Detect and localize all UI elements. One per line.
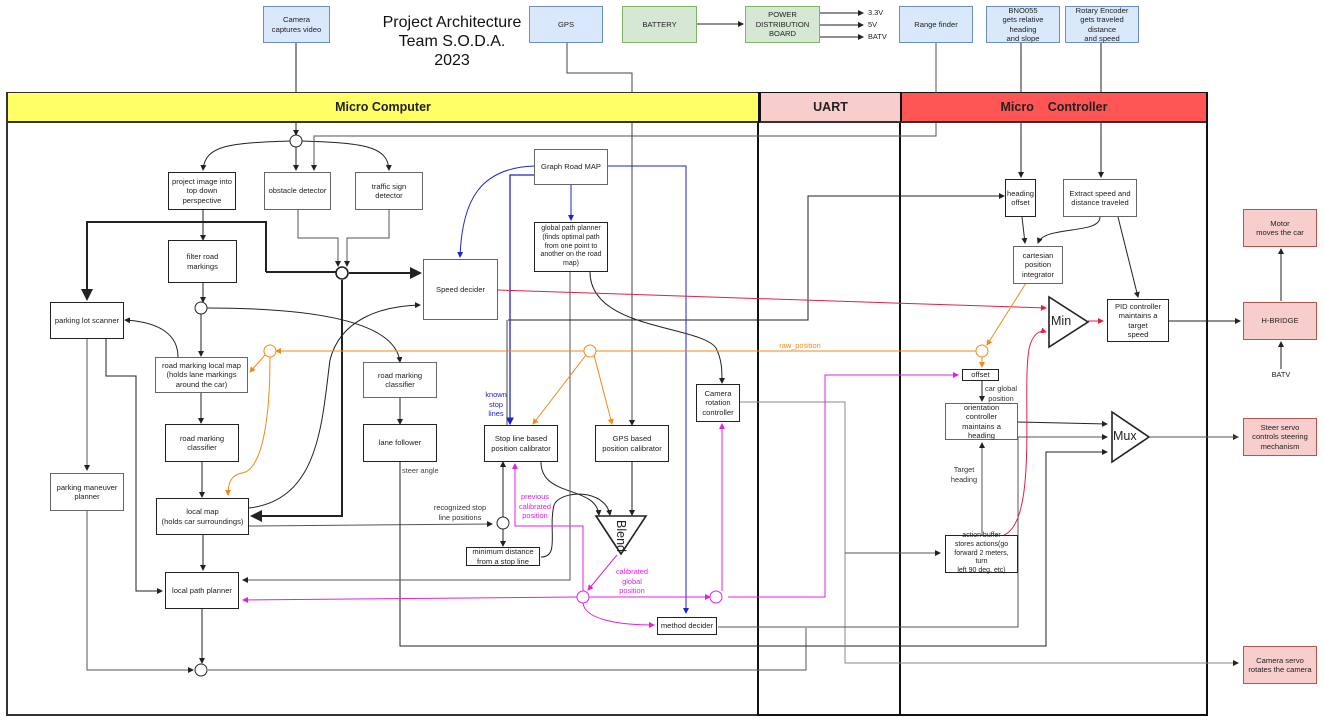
steer-angle-label: steer angle bbox=[402, 466, 439, 475]
global-path-planner-node[interactable]: global path planner (finds optimal path … bbox=[534, 222, 608, 272]
camera-split-junction bbox=[289, 134, 303, 148]
path-merge-junction bbox=[194, 663, 208, 677]
heading-offset-node[interactable]: heading offset bbox=[1005, 179, 1036, 217]
h-bridge-batv-label: BATV bbox=[1271, 370, 1291, 379]
camera-rotation-controller-node[interactable]: Camera rotation controller bbox=[696, 384, 740, 422]
recognized-stop-lines-label: recognized stop line positions bbox=[433, 503, 487, 522]
lane-follower-node[interactable]: lane follower bbox=[363, 424, 437, 462]
range-finder-node[interactable]: Range finder bbox=[899, 6, 973, 43]
local-map-node[interactable]: local map (holds car surroundings) bbox=[156, 498, 249, 535]
raw-position-connectors bbox=[225, 282, 1027, 496]
rail-3v3-label: 3.3V bbox=[868, 8, 884, 17]
raw-position-junction-mid bbox=[583, 344, 597, 358]
camera-node[interactable]: Camera captures video bbox=[263, 6, 330, 43]
motor-node[interactable]: Motor moves the car bbox=[1243, 209, 1317, 247]
local-path-planner-node[interactable]: local path planner bbox=[165, 572, 239, 609]
lane-header-micro-controller: Micro Controller bbox=[900, 93, 1206, 123]
speed-decider-node[interactable]: Speed decider bbox=[423, 259, 498, 320]
gps-node[interactable]: GPS bbox=[529, 6, 603, 43]
blend-triangle bbox=[594, 515, 648, 556]
method-decider-node[interactable]: method decider bbox=[657, 617, 717, 635]
h-bridge-node[interactable]: H-BRIDGE bbox=[1243, 302, 1317, 340]
steer-servo-node[interactable]: Steer servo controls steering mechanism bbox=[1243, 418, 1317, 456]
connectors bbox=[81, 43, 1284, 673]
road-marking-classifier-right-node[interactable]: road marking classifier bbox=[363, 362, 437, 398]
raw-position-junction-left bbox=[263, 344, 277, 358]
road-map-connectors bbox=[457, 165, 689, 614]
calibrated-position-connectors bbox=[242, 372, 959, 628]
obstacle-detector-node[interactable]: obstacle detector bbox=[264, 172, 331, 210]
min-distance-node[interactable]: minimum distance from a stop line bbox=[466, 547, 540, 566]
raw-position-label: raw_position bbox=[779, 341, 821, 350]
power-rails bbox=[697, 10, 864, 40]
junctions bbox=[194, 134, 989, 677]
target-heading-label: Target heading bbox=[950, 465, 978, 484]
pid-controller-node[interactable]: PID controller maintains a target speed bbox=[1107, 299, 1169, 342]
previous-calibrated-label: previous calibrated position bbox=[518, 492, 552, 521]
bno055-node[interactable]: BNO055 gets relative heading and slope bbox=[986, 6, 1060, 43]
calibrated-junction-left bbox=[576, 590, 590, 604]
parking-maneuver-planner-node[interactable]: parking maneuver planner bbox=[50, 473, 124, 511]
markings-split-junction bbox=[194, 301, 208, 315]
parking-lot-scanner-node[interactable]: parking lot scanner bbox=[50, 302, 124, 339]
min-label: Min bbox=[1051, 314, 1072, 328]
min-triangle bbox=[1048, 295, 1090, 349]
action-buffer-node[interactable]: action buffer stores actions(go forward … bbox=[945, 532, 1018, 574]
project-image-node[interactable]: project image into top down perspective bbox=[168, 172, 236, 210]
road-marking-classifier-left-node[interactable]: road marking classifier bbox=[165, 424, 239, 462]
gps-calibrator-node[interactable]: GPS based position calibrator bbox=[595, 425, 669, 462]
camera-servo-node[interactable]: Camera servo rotates the camera bbox=[1243, 646, 1317, 684]
known-stop-lines-label: known stop lines bbox=[485, 390, 507, 419]
stopline-junction bbox=[496, 516, 510, 530]
diagram-title: Project Architecture Team S.O.D.A. 2023 bbox=[382, 14, 522, 69]
filter-road-markings-node[interactable]: filter road markings bbox=[168, 240, 237, 283]
lane-header-micro-computer: Micro Computer bbox=[8, 93, 758, 123]
rotary-encoder-node[interactable]: Rotary Encoder gets traveled distance an… bbox=[1065, 6, 1139, 43]
rail-5v-label: 5V bbox=[868, 20, 878, 29]
speed-connectors bbox=[497, 289, 1104, 536]
rail-batv-label: BATV bbox=[868, 32, 887, 41]
power-distribution-board[interactable]: POWER DISTRIBUTION BOARD bbox=[745, 6, 820, 43]
mux-triangle bbox=[1111, 410, 1151, 464]
detector-merge-junction bbox=[335, 266, 349, 280]
mux-label: Mux bbox=[1113, 429, 1137, 443]
calibrated-junction-right bbox=[709, 590, 723, 604]
calibrated-global-label: calibrated global position bbox=[615, 567, 649, 596]
car-global-position-label: car global position bbox=[984, 384, 1018, 403]
traffic-sign-detector-node[interactable]: traffic sign detector bbox=[355, 172, 423, 210]
stop-line-calibrator-node[interactable]: Stop line based position calibrator bbox=[484, 425, 558, 462]
offset-node[interactable]: offset bbox=[962, 369, 999, 381]
battery-node[interactable]: BATTERY bbox=[622, 6, 697, 43]
graph-road-map-node[interactable]: Graph Road MAP bbox=[534, 149, 608, 185]
lane-uart bbox=[757, 92, 901, 716]
blend-label: Blend bbox=[614, 520, 628, 552]
raw-position-junction-right bbox=[975, 344, 989, 358]
lane-header-uart: UART bbox=[759, 93, 900, 123]
orientation-controller-node[interactable]: orientation controller maintains a headi… bbox=[945, 403, 1018, 440]
cartesian-integrator-node[interactable]: cartesian position integrator bbox=[1013, 246, 1063, 284]
road-marking-local-map-node[interactable]: road marking local map (holds lane marki… bbox=[155, 357, 248, 393]
extract-speed-node[interactable]: Extract speed and distance traveled bbox=[1063, 179, 1137, 217]
